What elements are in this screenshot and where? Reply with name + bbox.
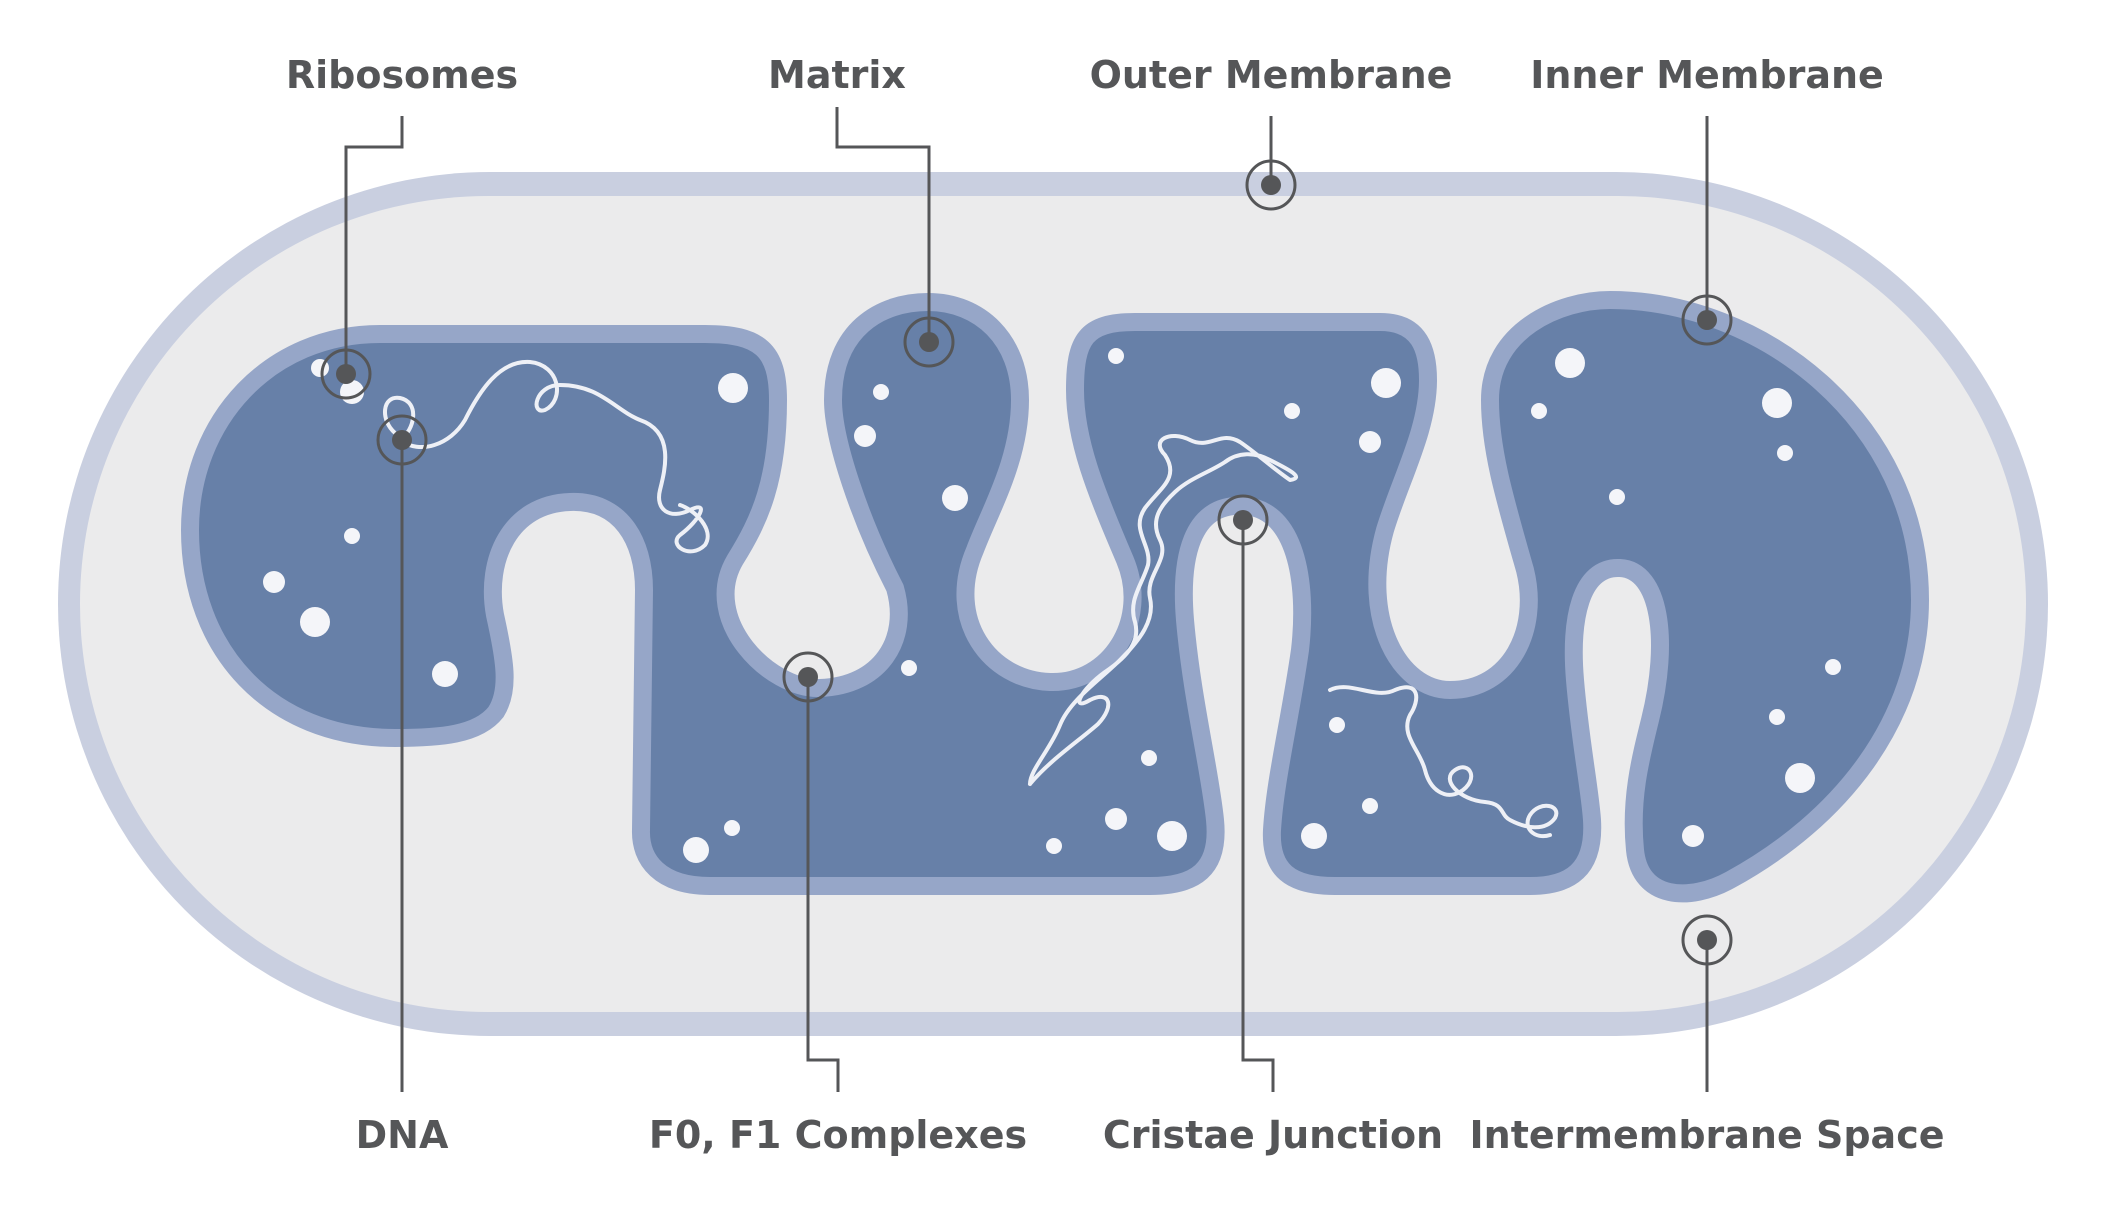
ribosome xyxy=(901,660,917,676)
ribosome xyxy=(1362,798,1378,814)
dna-strand xyxy=(1028,434,1299,786)
ribosome xyxy=(432,661,458,687)
ribosomes-label: Ribosomes xyxy=(285,53,519,97)
ribosome xyxy=(1046,838,1062,854)
ribosome xyxy=(718,373,748,403)
ribosome xyxy=(1682,825,1704,847)
ribosome xyxy=(1301,823,1327,849)
ribosome xyxy=(1141,750,1157,766)
callout-markers xyxy=(320,159,1733,966)
ribosome xyxy=(1555,348,1585,378)
dna-marker xyxy=(376,414,428,466)
ribosome xyxy=(1108,348,1124,364)
ribosome xyxy=(1359,431,1381,453)
ribosome xyxy=(1785,763,1815,793)
intermembrane-space-marker xyxy=(1681,914,1733,966)
dna-strand xyxy=(1328,685,1559,839)
ribosome xyxy=(1825,659,1841,675)
intermembrane-space-label: Intermembrane Space xyxy=(1469,1113,1945,1157)
inner-membrane-label: Inner Membrane xyxy=(1530,53,1884,97)
ribosome xyxy=(300,607,330,637)
ribosome xyxy=(724,820,740,836)
ribosomes xyxy=(263,348,1841,863)
inner-membrane xyxy=(181,291,1929,903)
ribosome xyxy=(1609,489,1625,505)
f0f1-complexes-label: F0, F1 Complexes xyxy=(648,1113,1028,1157)
matrix xyxy=(181,291,1929,903)
matrix-label: Matrix xyxy=(768,53,906,97)
ribosome xyxy=(1769,709,1785,725)
ribosome xyxy=(1329,717,1345,733)
cristae-junction-callout-line xyxy=(1241,520,1275,1092)
matrix-callout-line xyxy=(835,107,931,342)
ribosome xyxy=(1531,403,1547,419)
cristae-junction-marker xyxy=(1217,494,1269,546)
dna-label: DNA xyxy=(355,1113,449,1157)
ribosome xyxy=(1762,388,1792,418)
cristae-junction-label: Cristae Junction xyxy=(1102,1113,1444,1157)
inner-membrane-marker xyxy=(1681,294,1733,346)
ribosome xyxy=(854,425,876,447)
ribosomes-marker xyxy=(320,348,372,400)
ribosome xyxy=(344,528,360,544)
ribosome xyxy=(942,485,968,511)
f0f1-callout-line xyxy=(806,677,840,1092)
ribosome xyxy=(263,571,285,593)
ribosome xyxy=(683,837,709,863)
f0f1-marker xyxy=(782,651,834,703)
ribosome xyxy=(1105,808,1127,830)
ribosome xyxy=(1777,445,1793,461)
ribosome xyxy=(873,384,889,400)
ribosome xyxy=(1371,368,1401,398)
outer-membrane-label: Outer Membrane xyxy=(1089,53,1453,97)
ribosome xyxy=(1157,821,1187,851)
matrix-marker xyxy=(903,316,955,368)
outer-membrane-marker xyxy=(1245,159,1297,211)
ribosome xyxy=(1284,403,1300,419)
ribosomes-callout-line xyxy=(344,116,404,374)
